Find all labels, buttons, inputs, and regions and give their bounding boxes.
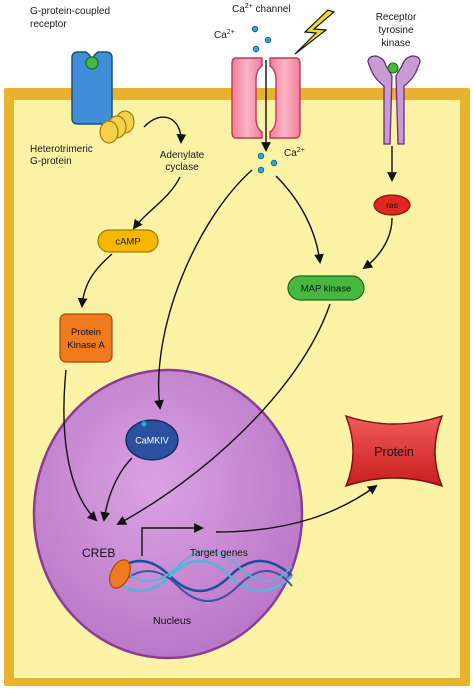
rtk-label-line1: Receptor	[376, 12, 417, 23]
nucleus	[32, 368, 304, 660]
gpcr-label-line2: receptor	[30, 19, 67, 30]
arrow-ca-to-map	[275, 175, 324, 264]
ca-ion-icon	[270, 159, 278, 167]
adenylate-cyclase-label-line1: Adenylate	[160, 150, 205, 161]
arrow-ca-to-camkiv	[154, 169, 253, 410]
nucleus-label: Nucleus	[153, 615, 191, 627]
arrow-gene-to-protein	[215, 484, 378, 533]
rtk-label-line2: tyrosine	[378, 25, 413, 36]
arrow-creb-to-target	[141, 523, 204, 556]
arrow-g-to-ac	[143, 116, 187, 144]
arrow-pka-to-creb	[63, 369, 98, 522]
pka-label-line1: Protein	[71, 327, 101, 338]
protein-label: Protein	[374, 445, 414, 459]
arrow-map-to-creb	[116, 303, 331, 525]
rtk-label-line3: kinase	[382, 38, 411, 49]
g-protein-label-line2: G-protein	[30, 156, 72, 167]
ras-label: ras	[386, 200, 398, 210]
ca-ion-icon	[264, 36, 272, 44]
map-kinase-label: MAP kinase	[301, 284, 352, 295]
arrow-ac-to-camp	[132, 176, 181, 230]
pka-node	[59, 313, 113, 363]
ca-ion-icon	[252, 45, 260, 53]
gpcr-label-line1: G-protein-coupled	[30, 6, 110, 17]
arrow-camkiv-to-creb	[100, 457, 133, 522]
g-protein-icon	[99, 110, 135, 144]
camp-node	[97, 229, 159, 253]
g-protein-label-line1: Heterotrimeric	[30, 144, 93, 155]
arrow-camp-to-pka	[77, 253, 113, 308]
creb-molecule-icon	[109, 559, 131, 589]
pka-label-line2: Kinase A	[67, 340, 105, 351]
ras-node	[373, 194, 411, 216]
ca-channel-label: Ca2+ channel	[232, 3, 291, 15]
adenylate-cyclase-label-line2: cyclase	[165, 162, 199, 173]
pathway-arrows	[63, 60, 397, 556]
ca-ion-icon	[140, 420, 148, 428]
lightning-bolt-icon	[294, 9, 336, 55]
arrow-ras-to-map	[362, 217, 393, 270]
map-kinase-node	[287, 275, 365, 301]
camkiv-node	[125, 419, 179, 461]
rtk-receptor-icon	[367, 55, 421, 145]
ca-inside-label: Ca2+	[284, 147, 305, 159]
ca-outside-label: Ca2+	[214, 29, 235, 41]
ca-ion-icon	[257, 166, 265, 174]
creb-label: CREB	[82, 546, 115, 560]
ca-ion-icon	[251, 25, 259, 33]
gpcr-receptor-icon	[71, 51, 113, 125]
camkiv-label: CaMKIV	[135, 436, 169, 446]
camp-label: cAMP	[115, 237, 140, 248]
ca-ion-icon	[257, 152, 265, 160]
ca-channel-icon	[231, 57, 301, 139]
protein-node	[344, 414, 444, 488]
dna-helix-icon	[109, 550, 293, 602]
target-genes-label: Target genes	[190, 548, 248, 559]
